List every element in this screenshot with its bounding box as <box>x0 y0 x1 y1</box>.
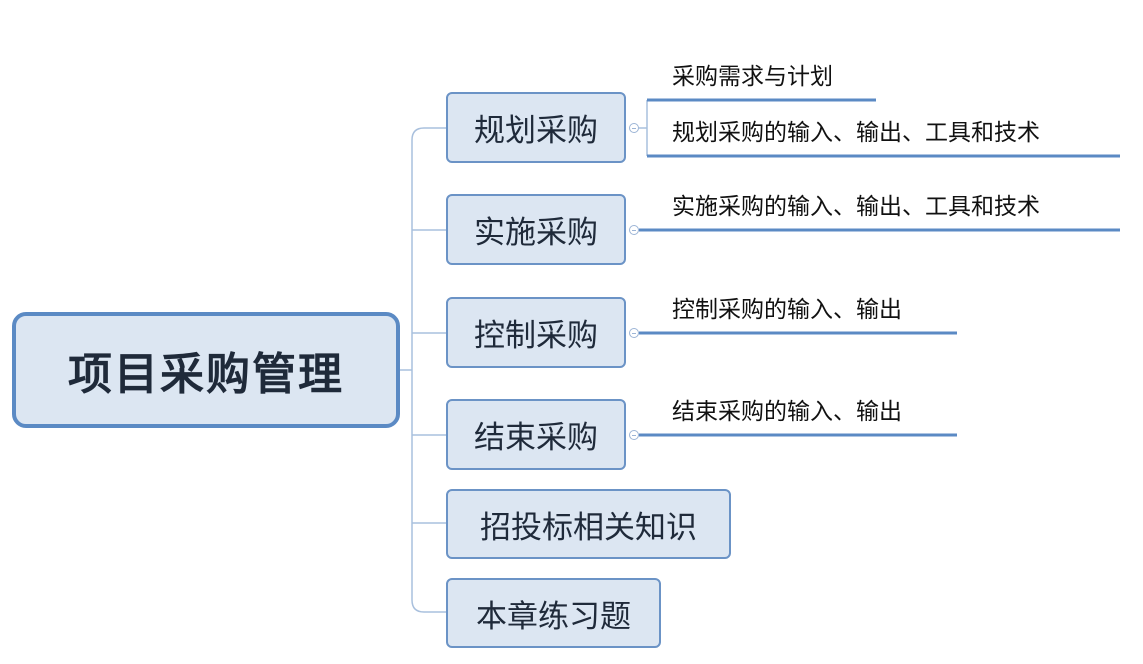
leaf-topic[interactable]: 采购需求与计划 <box>672 64 833 90</box>
branch-label: 实施采购 <box>474 215 598 251</box>
root-node[interactable]: 项目采购管理 <box>12 312 400 428</box>
collapse-icon[interactable] <box>629 430 639 440</box>
branch-label: 规划采购 <box>474 113 598 149</box>
branch-node-3[interactable]: 控制采购 <box>446 297 626 368</box>
collapse-icon[interactable] <box>629 123 639 133</box>
leaf-topic[interactable]: 实施采购的输入、输出、工具和技术 <box>672 194 1040 220</box>
branch-node-4[interactable]: 结束采购 <box>446 399 626 470</box>
branch-label: 结束采购 <box>474 420 598 456</box>
branch-node-5[interactable]: 招投标相关知识 <box>446 489 731 559</box>
branch-node-1[interactable]: 规划采购 <box>446 92 626 163</box>
branch-label: 本章练习题 <box>476 598 631 635</box>
trunk-to-branch-1 <box>411 127 446 141</box>
leaf-topic[interactable]: 控制采购的输入、输出 <box>672 297 902 323</box>
leaf-topic[interactable]: 规划采购的输入、输出、工具和技术 <box>672 120 1040 146</box>
branch-label: 控制采购 <box>474 318 598 354</box>
branch-node-6[interactable]: 本章练习题 <box>446 578 661 648</box>
leaf-topic[interactable]: 结束采购的输入、输出 <box>672 399 902 425</box>
collapse-icon[interactable] <box>629 328 639 338</box>
branch-label: 招投标相关知识 <box>480 509 697 546</box>
root-label: 项目采购管理 <box>68 349 344 400</box>
trunk-to-branch-6 <box>411 599 446 613</box>
branch-node-2[interactable]: 实施采购 <box>446 194 626 265</box>
collapse-icon[interactable] <box>629 225 639 235</box>
